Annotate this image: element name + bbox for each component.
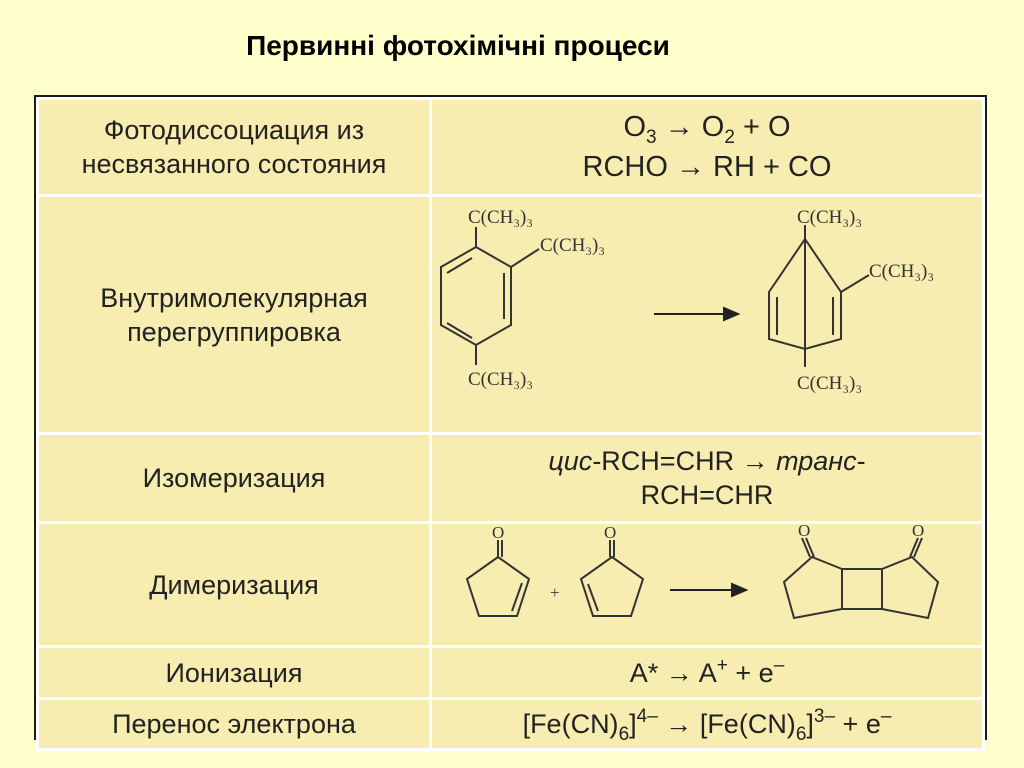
label-cell: Изомеризация bbox=[36, 432, 432, 524]
label-cell: Фотодиссоциация из несвязанного состояни… bbox=[36, 97, 432, 197]
dewar-benzene bbox=[768, 225, 870, 367]
processes-table: Фотодиссоциация из несвязанного состояни… bbox=[36, 97, 985, 751]
tbu-side-right: C(CH₃)₃ bbox=[869, 261, 934, 282]
page-title: Первинні фотохімічні процеси bbox=[246, 30, 670, 61]
cyclopentenone-2 bbox=[579, 540, 645, 617]
structure-cell: C(CH₃)₃ C(CH₃)₃ C(CH₃)₃ C(CH₃)₃ C(CH₃)₃ … bbox=[429, 194, 985, 435]
row-label: несвязанного состояния bbox=[81, 149, 387, 179]
row-label: Димеризация bbox=[149, 569, 319, 600]
plus-sign: + bbox=[550, 583, 560, 602]
label-cell: Внутримолекулярная перегруппировка bbox=[36, 194, 432, 435]
oxygen-label-2: O bbox=[604, 524, 616, 542]
cyclopentenone-1 bbox=[465, 540, 531, 617]
benzene-ring bbox=[440, 227, 540, 365]
label-cell: Димеризация bbox=[36, 521, 432, 648]
row-label: Перенос электрона bbox=[112, 709, 356, 739]
tbu-top-left: C(CH₃)₃ bbox=[468, 207, 533, 228]
table-row: Перенос электрона [Fe(CN)6]4– → [Fe(CN)6… bbox=[36, 697, 985, 751]
equation-isomerization: цис-RCH=CHR → транс- bbox=[548, 446, 866, 476]
oxygen-label-1: O bbox=[492, 524, 504, 542]
oxygen-label-4: O bbox=[912, 524, 924, 540]
table-row: Изомеризация цис-RCH=CHR → транс- RCH=CH… bbox=[36, 432, 985, 524]
table-row: Фотодиссоциация из несвязанного состояни… bbox=[36, 97, 985, 197]
row-label: Ионизация bbox=[165, 657, 303, 688]
tbu-side-left: C(CH₃)₃ bbox=[540, 235, 605, 256]
equation-cell: цис-RCH=CHR → транс- RCH=CHR bbox=[429, 432, 985, 524]
table-row: Ионизация A* → A+ + e– bbox=[36, 645, 985, 700]
row-label: Внутримолекулярная bbox=[100, 282, 368, 313]
equation-aldehyde: RCHO → RH + CO bbox=[582, 151, 832, 183]
table-row: Внутримолекулярная перегруппировка C(CH₃… bbox=[36, 194, 985, 435]
equation-cell: [Fe(CN)6]4– → [Fe(CN)6]3– + e– bbox=[429, 697, 985, 751]
equation-cell: O3 → O2 + O RCHO → RH + CO bbox=[429, 97, 985, 197]
row-label: перегруппировка bbox=[127, 316, 341, 347]
structure-cell: O + O O bbox=[429, 521, 985, 648]
tbu-bottom-right: C(CH₃)₃ bbox=[797, 373, 862, 394]
tbu-bottom-left: C(CH₃)₃ bbox=[468, 369, 533, 390]
oxygen-label-3: O bbox=[798, 524, 810, 540]
reaction-arrow bbox=[654, 306, 741, 322]
dimer-structure bbox=[782, 537, 940, 620]
equation-electron-transfer: [Fe(CN)6]4– → [Fe(CN)6]3– + e– bbox=[522, 706, 892, 745]
label-cell: Перенос электрона bbox=[36, 697, 432, 751]
row-label: Изомеризация bbox=[142, 463, 326, 493]
equation-ionization: A* → A+ + e– bbox=[629, 654, 785, 688]
reaction-arrow bbox=[670, 582, 749, 598]
equation-cell: A* → A+ + e– bbox=[429, 645, 985, 700]
equation-ozone: O3 → O2 + O bbox=[623, 111, 791, 148]
tbu-top-right: C(CH₃)₃ bbox=[797, 207, 862, 228]
label-cell: Ионизация bbox=[36, 645, 432, 700]
rearrangement-scheme: C(CH₃)₃ C(CH₃)₃ C(CH₃)₃ C(CH₃)₃ C(CH₃)₃ … bbox=[440, 207, 934, 394]
row-label: Фотодиссоциация из bbox=[103, 115, 365, 145]
dimerization-scheme: O + O O bbox=[465, 521, 940, 620]
table-row: Димеризация O + O bbox=[36, 521, 985, 648]
equation-isomerization-line2: RCH=CHR bbox=[640, 480, 774, 510]
